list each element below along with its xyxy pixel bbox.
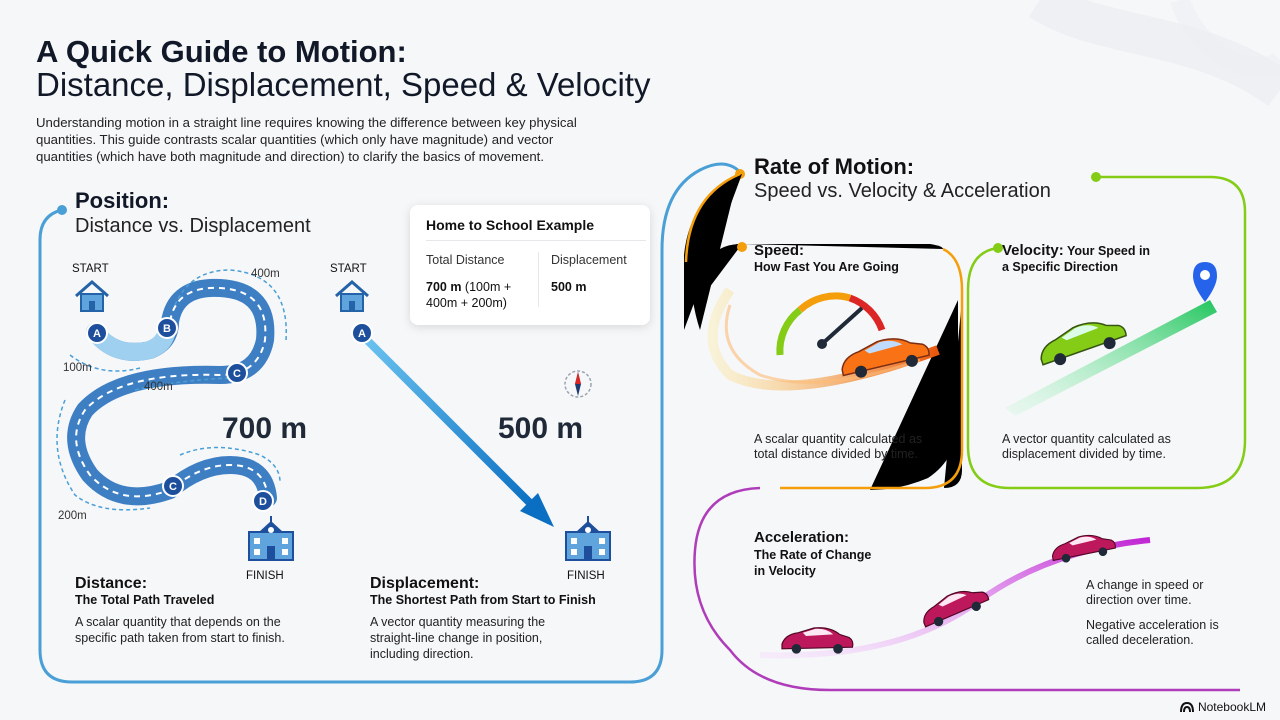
- velocity-text: A vector quantity calculated as displace…: [1002, 432, 1171, 461]
- page-subtitle: Distance, Displacement, Speed & Velocity: [36, 66, 651, 103]
- acceleration-subtitle-2: in Velocity: [754, 564, 816, 578]
- displacement-subtitle: The Shortest Path from Start to Finish: [370, 593, 596, 607]
- velocity-subtitle: a Specific Direction: [1002, 260, 1119, 274]
- position-frame: [38, 162, 742, 684]
- point-c2: C: [169, 481, 177, 493]
- point-a-2: A: [358, 328, 366, 340]
- school-icon: [248, 516, 294, 561]
- segment-label-400m: 400m: [251, 268, 280, 280]
- car-icon: [1051, 534, 1116, 563]
- acceleration-text-1: A change in speed or direction over time…: [1086, 578, 1204, 607]
- speed-subtitle: How Fast You Are Going: [754, 260, 899, 274]
- velocity-illustration: [1005, 262, 1217, 416]
- speed-text: A scalar quantity calculated as total di…: [754, 432, 923, 461]
- example-card: Home to School Example Total Distance Di…: [410, 205, 650, 325]
- compass-icon: [564, 370, 592, 398]
- point-d: D: [259, 496, 267, 508]
- footer-brand: NotebookLM: [1179, 700, 1266, 714]
- position-title: Position:: [75, 188, 170, 213]
- house-icon: [335, 280, 369, 312]
- house-icon: [75, 280, 109, 312]
- acceleration-subtitle-1: The Rate of Change: [754, 548, 872, 562]
- distance-subtitle: The Total Path Traveled: [75, 593, 215, 607]
- location-pin-icon: [1193, 262, 1217, 302]
- page-title: A Quick Guide to Motion:: [36, 34, 407, 69]
- distance-path-diagram: A B C C D: [56, 269, 287, 512]
- velocity-title-rest: Your Speed in: [1063, 244, 1151, 258]
- speed-title: Speed:: [754, 242, 805, 259]
- displacement-header: Displacement: [551, 253, 627, 267]
- position-subtitle: Distance vs. Displacement: [75, 215, 311, 237]
- card-divider: [426, 240, 646, 241]
- distance-value: 700 m: [222, 412, 308, 445]
- rate-subtitle: Speed vs. Velocity & Acceleration: [754, 180, 1051, 202]
- distance-text: A scalar quantity that depends on the sp…: [75, 615, 285, 645]
- intro-text: Understanding motion in a straight line …: [36, 115, 577, 164]
- velocity-title-row: Velocity: Your Speed in: [1002, 242, 1150, 260]
- velocity-title: Velocity:: [1002, 242, 1064, 259]
- segment-label-400m-2: 400m: [144, 381, 173, 393]
- acceleration-frame: [693, 486, 1240, 692]
- displacement-arrow: A: [351, 322, 554, 527]
- acceleration-illustration: [760, 534, 1151, 659]
- point-b: B: [163, 323, 171, 335]
- start-label-2: START: [330, 263, 367, 275]
- speed-illustration: [707, 287, 940, 391]
- car-icon: [1040, 322, 1127, 366]
- acceleration-title: Acceleration:: [754, 529, 850, 546]
- footer-brand-text: NotebookLM: [1197, 700, 1266, 714]
- car-icon: [923, 590, 990, 628]
- displacement-text: A vector quantity measuring the straight…: [370, 615, 546, 661]
- displacement-title: Displacement:: [370, 575, 480, 592]
- point-c: C: [233, 368, 241, 380]
- displacement-card-value: 500 m: [551, 280, 587, 294]
- velocity-frame: [966, 175, 1247, 490]
- finish-label-2: FINISH: [567, 570, 605, 582]
- car-icon: [841, 338, 930, 378]
- displacement-value: 500 m: [498, 412, 584, 445]
- start-label: START: [72, 263, 109, 275]
- segment-label-100m: 100m: [63, 362, 92, 374]
- finish-label: FINISH: [246, 570, 284, 582]
- school-icon: [565, 516, 611, 561]
- notebooklm-logo-icon: [1179, 701, 1194, 713]
- acceleration-text-2: Negative acceleration is called decelera…: [1086, 618, 1219, 647]
- rate-title: Rate of Motion:: [754, 154, 915, 179]
- segment-label-200m: 200m: [58, 510, 87, 522]
- total-distance-value: 700 m (100m + 400m + 200m): [426, 280, 512, 310]
- distance-title: Distance:: [75, 575, 148, 592]
- card-column-divider: [538, 252, 539, 307]
- total-distance-header: Total Distance: [426, 253, 505, 267]
- car-icon: [781, 627, 854, 654]
- speedometer-icon: [776, 292, 886, 356]
- point-a: A: [93, 328, 101, 340]
- example-card-title: Home to School Example: [426, 217, 595, 233]
